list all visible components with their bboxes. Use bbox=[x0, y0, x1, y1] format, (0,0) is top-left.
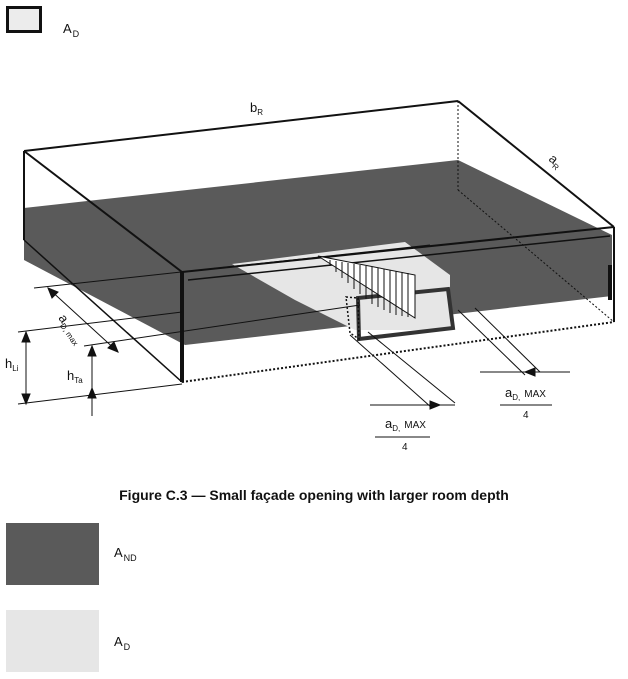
label-h-ta: hTa bbox=[67, 368, 83, 385]
dark-area-and bbox=[24, 160, 612, 345]
label-h-li: hLi bbox=[5, 356, 19, 373]
label-frac-right-den: 4 bbox=[523, 410, 529, 421]
legend-label-and: AND bbox=[114, 545, 137, 563]
facade-opening bbox=[345, 286, 456, 342]
label-frac-left-num: aD,MAX bbox=[385, 416, 426, 433]
hatched-wedge bbox=[317, 255, 416, 319]
legend-swatch-and bbox=[6, 523, 99, 585]
dimension-lines bbox=[17, 244, 570, 438]
legend-label-ad: AD bbox=[114, 634, 131, 652]
label-a-r: aR bbox=[545, 151, 566, 173]
legend-top-label: AD bbox=[63, 21, 80, 39]
room-diagram: bR aR aD, max hLi hTa aD,MAX 4 aD,MAX 4 bbox=[5, 100, 615, 453]
label-a-d-max-left: aD, max bbox=[54, 311, 87, 347]
legend-swatch-ad bbox=[6, 610, 99, 672]
legend-top-swatch bbox=[6, 6, 42, 33]
label-b-r: bR bbox=[250, 100, 263, 117]
label-frac-right-num: aD,MAX bbox=[505, 385, 546, 402]
figure-caption: Figure C.3 — Small façade opening with l… bbox=[119, 487, 509, 503]
label-frac-left-den: 4 bbox=[402, 442, 408, 453]
